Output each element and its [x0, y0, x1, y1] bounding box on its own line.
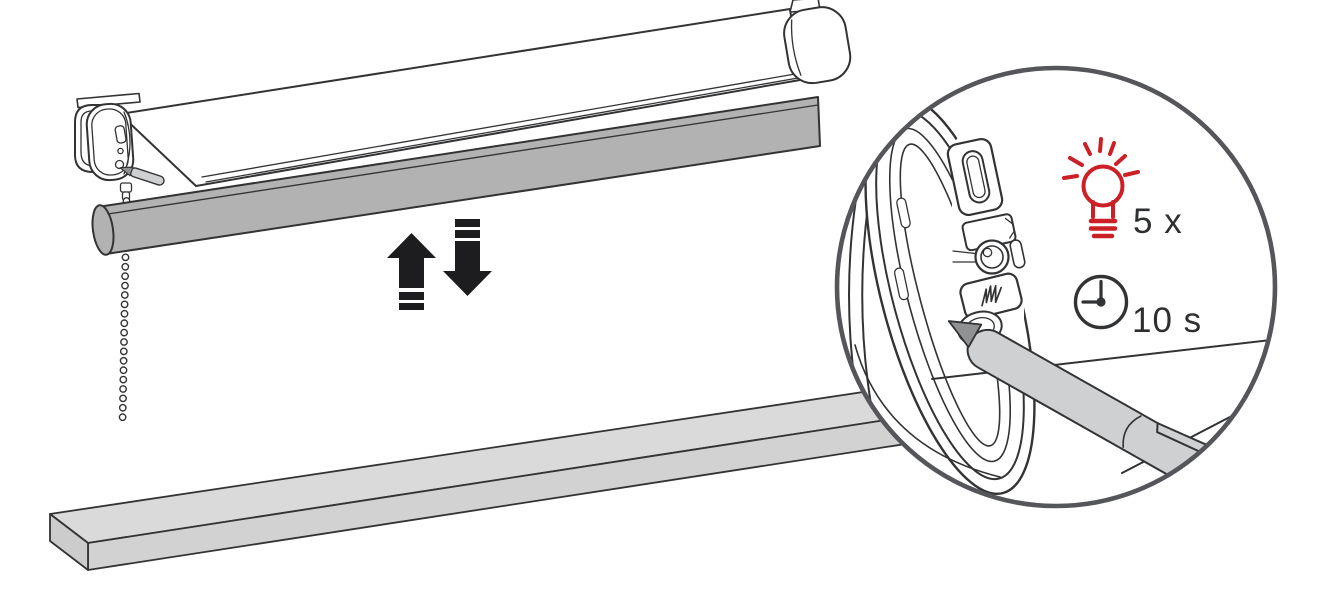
roller-blind: [74, 0, 852, 422]
motor-head: [85, 102, 135, 182]
clock-icon: [1073, 274, 1129, 330]
pen-tip: [947, 320, 983, 349]
led-indicator-mini: [117, 147, 124, 155]
program-button-mini: [114, 159, 125, 170]
down-arrow-icon: [443, 219, 492, 296]
usb-c-port: [946, 137, 1004, 217]
magnifier-ring: [834, 65, 1278, 509]
led-blink-icon: [1062, 137, 1140, 239]
up-arrow-icon: [387, 233, 436, 310]
led-indicator: [952, 239, 1026, 275]
magnifier-circle: [834, 65, 1278, 509]
tube-end-cap: [783, 0, 852, 85]
pen-pointer-small: [119, 166, 165, 186]
usb-port-mini: [114, 125, 127, 144]
indicator-legend: 5 x 10 s: [1062, 137, 1202, 340]
roller-tube: [119, 0, 852, 187]
bottom-bar: [91, 96, 821, 256]
blink-count-label: 5 x: [1133, 202, 1183, 241]
window-sill: [49, 387, 926, 571]
movement-arrows: [387, 219, 492, 310]
hold-duration-label: 10 s: [1132, 301, 1202, 340]
reset-scribble-icon: [981, 284, 1003, 307]
